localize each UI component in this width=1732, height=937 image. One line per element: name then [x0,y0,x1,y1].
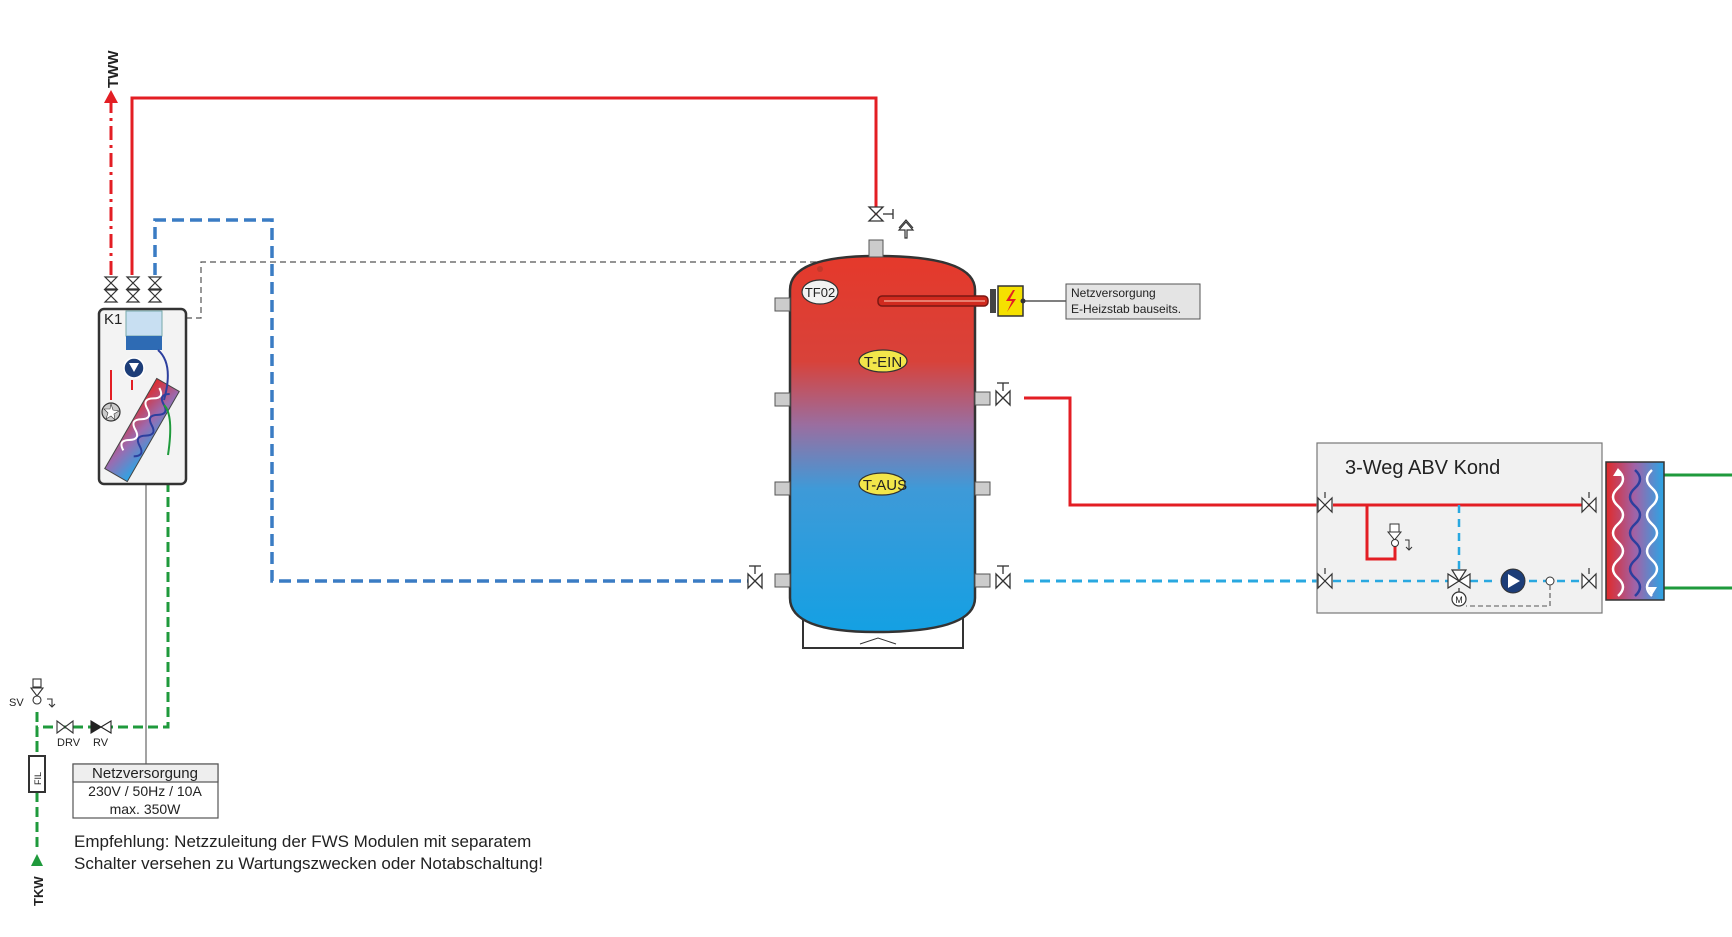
three-way-valve-icon [1447,569,1471,607]
tww-arrow-icon [104,90,118,103]
mixing-module: 3-Weg ABV Kond M [1316,442,1603,614]
k1-station: K1 [97,276,188,486]
tkw-label: TKW [31,876,46,906]
svg-text:Netzversorgung: Netzversorgung [1071,286,1156,300]
sensor-t-ein: T-EIN [858,349,908,373]
svg-text:T-EIN: T-EIN [864,354,902,371]
buffer-tank [774,219,996,649]
svg-text:230V / 50Hz / 10A: 230V / 50Hz / 10A [88,783,202,799]
recommendation-note-line1: Empfehlung: Netzzuleitung der FWS Module… [74,832,531,851]
module-safety-valve-icon [1386,523,1413,551]
svg-text:max. 350W: max. 350W [110,801,182,817]
module-valve-icons [1317,492,1597,590]
k1-label: K1 [104,311,122,328]
recommendation-note-line2: Schalter versehen zu Wartungszwecken ode… [74,854,543,873]
motor-label: M [1455,595,1463,605]
svg-text:Netzversorgung: Netzversorgung [92,765,198,782]
filter-icon: FIL [28,755,46,793]
sv-label: SV [9,697,24,709]
drv-valve-icon [56,719,74,735]
sensor-t-aus: T-AUS [858,472,907,496]
plate-heat-exchanger-icon [1605,461,1665,601]
tww-label: TWW [105,50,122,88]
sensor-tf02: TF02 [801,266,839,305]
drinking-cold-pipes [35,452,1732,850]
heater-power-icon [997,285,1024,317]
rv-valve-icon [90,720,112,734]
svg-text:E-Heizstab bauseits.: E-Heizstab bauseits. [1071,302,1181,316]
tank-valve-icons [747,206,1011,590]
drv-label: DRV [57,737,81,749]
svg-text:FIL: FIL [33,772,43,785]
power-supply-box: Netzversorgung 230V / 50Hz / 10A max. 35… [72,763,219,819]
heater-power-box: Netzversorgung E-Heizstab bauseits. [1065,283,1201,320]
rv-label: RV [93,737,109,749]
tkw-arrow-icon [31,854,43,866]
module-title: 3-Weg ABV Kond [1345,457,1500,479]
k1-valve-icons [103,276,163,303]
svg-text:TF02: TF02 [805,285,835,300]
safety-valve-icon [29,678,56,708]
svg-text:T-AUS: T-AUS [863,477,907,494]
module-pump-icon [1500,568,1526,594]
sensor-cable [186,261,821,319]
